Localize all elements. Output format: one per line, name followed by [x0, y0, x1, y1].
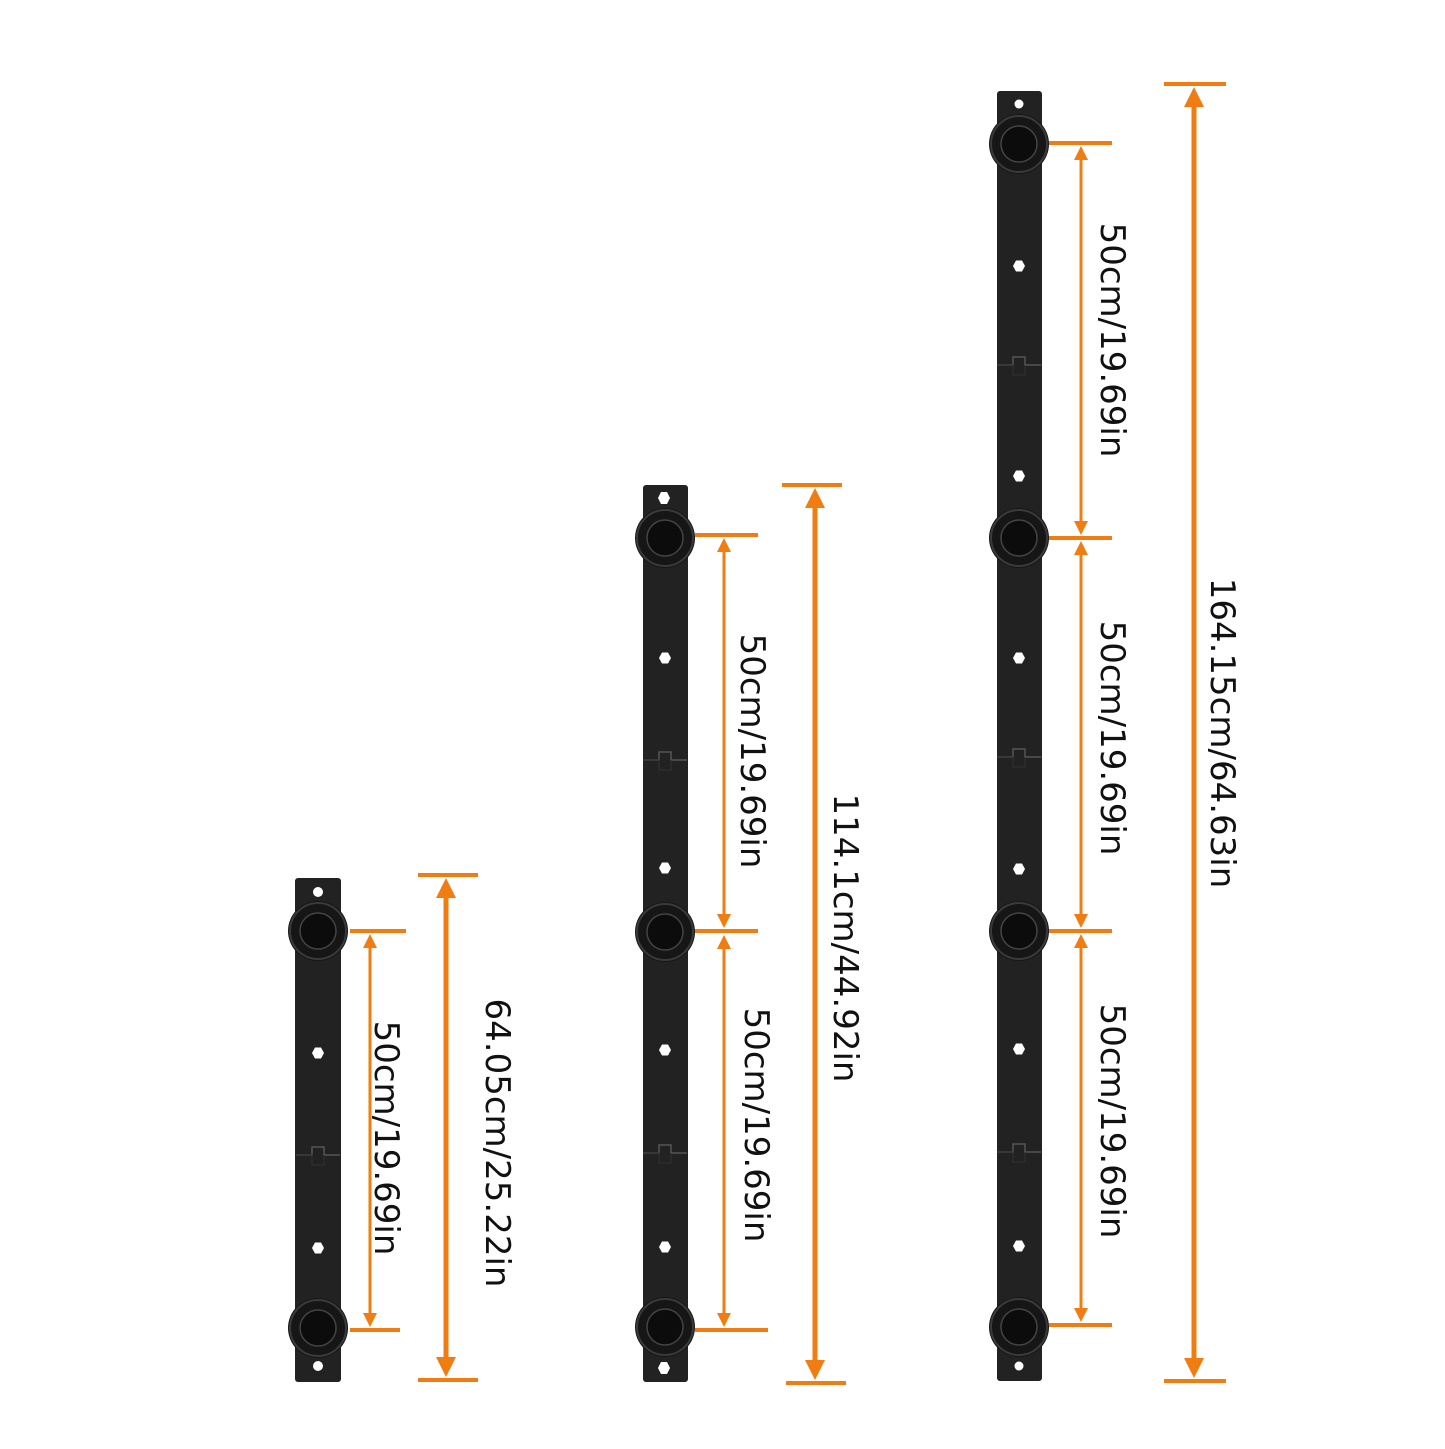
total-length-label: 64.05cm/25.22in [477, 999, 517, 1288]
roller-icon [634, 1296, 696, 1358]
segment-dimension: 50cm/19.69in [350, 929, 406, 1332]
mount-hole-icon [313, 887, 323, 897]
segment-dimension: 50cm/19.69in [1049, 934, 1132, 1327]
segment-dimension: 50cm/19.69in [695, 533, 772, 933]
roller-icon [988, 113, 1050, 175]
segment-length-label: 50cm/19.69in [1092, 1004, 1132, 1239]
total-dimension: 164.15cm/64.63in [1164, 82, 1242, 1383]
total-dimension: 64.05cm/25.22in [418, 873, 517, 1382]
mount-hole-icon [1014, 99, 1024, 109]
mount-hole-icon [313, 1361, 323, 1371]
segment-length-label: 50cm/19.69in [1092, 621, 1132, 856]
mount-hole-icon [658, 1362, 670, 1374]
roller-icon [634, 507, 696, 569]
total-length-label: 114.1cm/44.92in [825, 794, 865, 1083]
rail-two-roller: 50cm/19.69in 50cm/19.69in 114.1cm/44.92i… [634, 483, 865, 1385]
segment-length-label: 50cm/19.69in [736, 1008, 776, 1243]
rail-bar [295, 878, 341, 1382]
rail-one-roller: 50cm/19.69in 64.05cm/25.22in [287, 873, 517, 1382]
roller-icon [634, 901, 696, 963]
roller-icon [988, 507, 1050, 569]
total-dimension: 114.1cm/44.92in [782, 483, 865, 1385]
total-length-label: 164.15cm/64.63in [1202, 578, 1242, 889]
segment-length-label: 50cm/19.69in [366, 1021, 406, 1256]
mount-hole-icon [1014, 1361, 1024, 1371]
roller-icon [988, 900, 1050, 962]
segment-length-label: 50cm/19.69in [732, 634, 772, 869]
segment-dimension: 50cm/19.69in [1049, 141, 1132, 540]
rail-bar [997, 91, 1042, 1381]
mount-hole-icon [658, 492, 670, 504]
roller-icon [988, 1296, 1050, 1358]
roller-icon [287, 1297, 349, 1359]
segment-dimension: 50cm/19.69in [1049, 541, 1132, 933]
rail-three-roller: 50cm/19.69in 50cm/19.69in 50cm/19.69in 1… [988, 82, 1242, 1383]
segment-dimension: 50cm/19.69in [695, 935, 776, 1332]
roller-icon [287, 900, 349, 962]
segment-length-label: 50cm/19.69in [1092, 223, 1132, 458]
